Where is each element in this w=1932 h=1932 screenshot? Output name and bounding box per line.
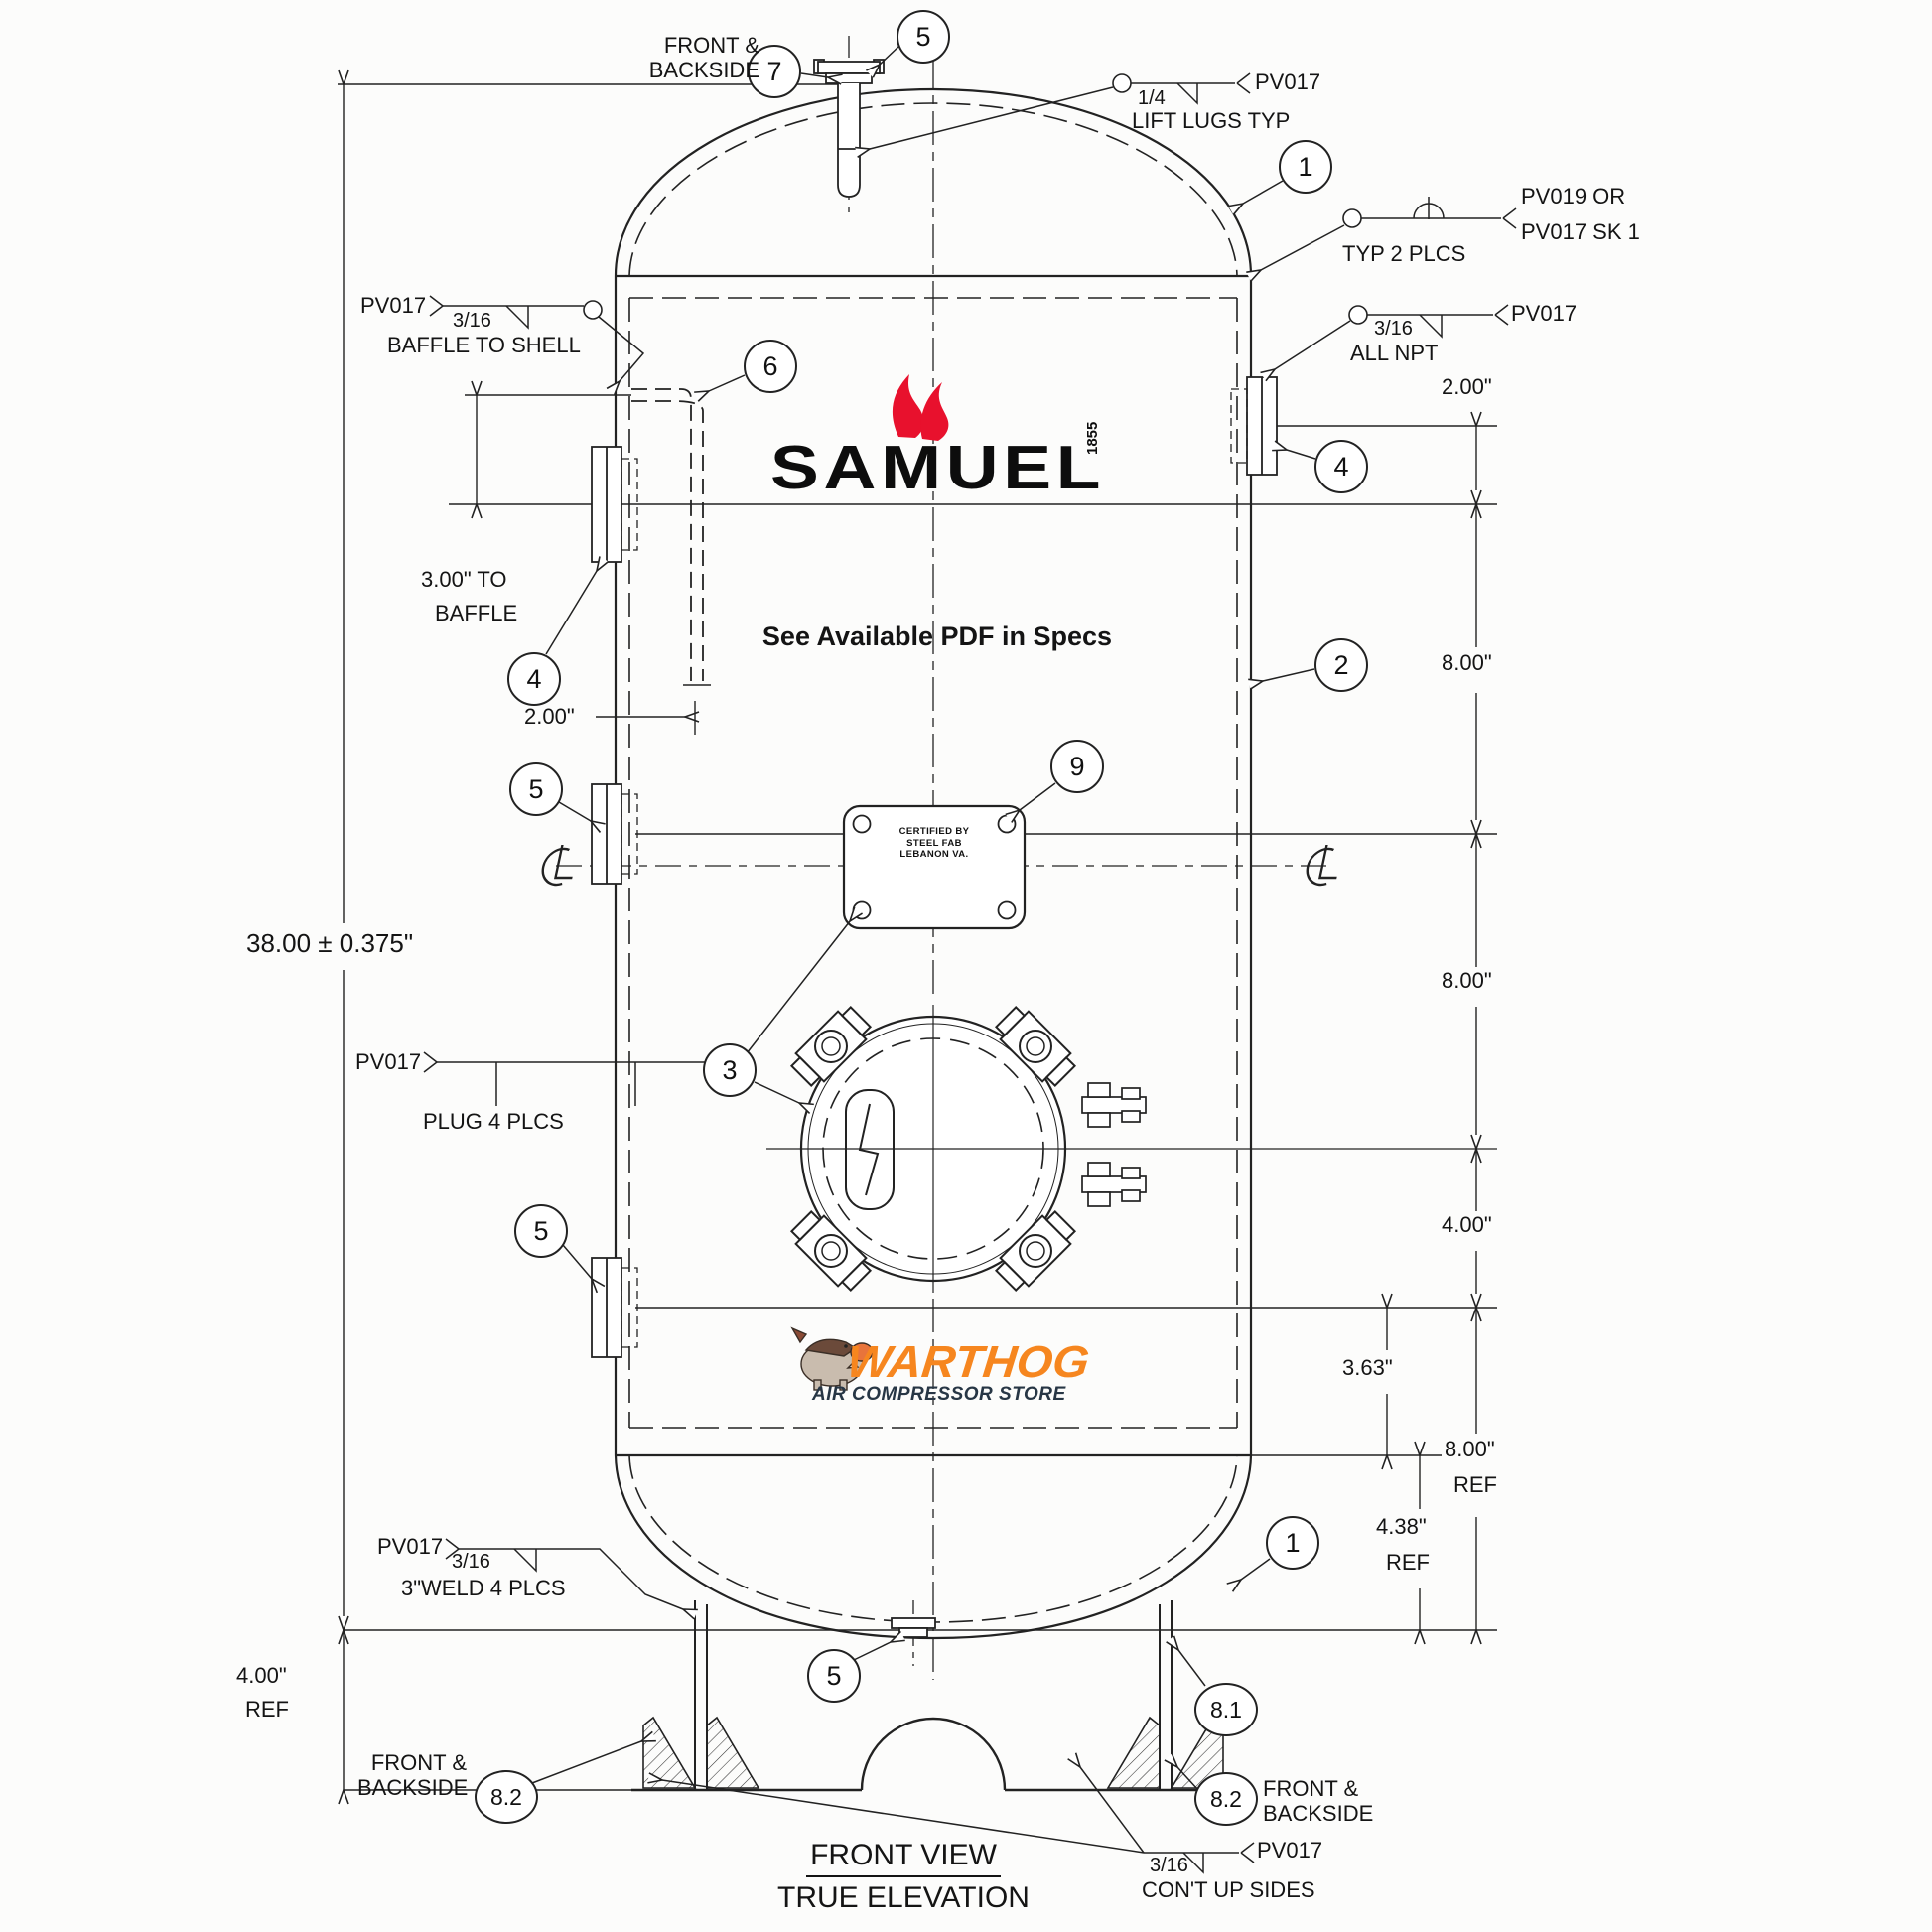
note-all-npt: ALL NPT	[1350, 341, 1439, 365]
top-fitting	[813, 59, 885, 198]
ref-pv017-weld4: PV017	[377, 1534, 444, 1559]
samuel-flame-icon	[892, 374, 949, 441]
note-lift-lugs: LIFT LUGS TYP	[1132, 108, 1291, 133]
balloon-5-top: 5	[897, 10, 950, 64]
weld-size-weld4: 3/16	[452, 1551, 490, 1573]
balloon-5-left-upper: 5	[509, 762, 563, 816]
weld-size-npt: 3/16	[1374, 318, 1413, 340]
warthog-mascot-icon	[790, 1326, 874, 1391]
dim-span-8ref: 8.00"	[1445, 1437, 1495, 1461]
dim-overall-height: 38.00 ± 0.375"	[246, 928, 414, 958]
weld-size-lift-lugs: 1/4	[1138, 87, 1166, 109]
ref-pv017-baffle: PV017	[360, 293, 427, 318]
nameplate	[842, 804, 1027, 930]
note-cont-up-sides: CON'T UP SIDES	[1142, 1877, 1315, 1902]
ref-pv017-sk1: PV017 SK 1	[1521, 219, 1640, 244]
balloon-2: 2	[1314, 638, 1368, 692]
balloon-5-left-lower: 5	[514, 1204, 568, 1258]
note-typ-2-plcs: TYP 2 PLCS	[1342, 241, 1466, 266]
manway-handle	[845, 1089, 895, 1210]
ref-pv017-skirt: PV017	[1257, 1838, 1323, 1863]
balloon-leaders	[531, 45, 1316, 1790]
ref-pv017-plug: PV017	[355, 1049, 422, 1074]
note-weld-4-plcs: 3"WELD 4 PLCS	[401, 1576, 566, 1600]
dim-to-baffle-1: 3.00" TO	[421, 567, 507, 592]
dim-span-8b: 8.00"	[1442, 968, 1492, 993]
baffle-pipe	[631, 388, 704, 681]
balloon-7: 7	[748, 45, 801, 98]
dim-to-baffle-2: BAFFLE	[435, 601, 518, 625]
samuel-logo-year: 1855	[1084, 421, 1101, 455]
balloon-8-2-right: 8.2	[1194, 1772, 1258, 1826]
note-front-backside-left: FRONT & BACKSIDE	[357, 1750, 469, 1800]
ref-pv017-npt: PV017	[1511, 301, 1578, 326]
balloon-1-top: 1	[1279, 140, 1332, 194]
manway-clamp-ur	[994, 1005, 1077, 1088]
dim-438-suffix: REF	[1386, 1550, 1430, 1575]
note-baffle-to-shell: BAFFLE TO SHELL	[387, 333, 581, 357]
bottom-fitting	[891, 1617, 936, 1638]
balloon-4-left: 4	[507, 652, 561, 706]
note-front-backside-top: FRONT & BACKSIDE	[648, 33, 759, 82]
dim-legs: 4.00"	[236, 1663, 287, 1688]
note-plug-4-plcs: PLUG 4 PLCS	[423, 1109, 564, 1134]
manway-clamp-lr	[994, 1209, 1077, 1293]
warthog-logo-tagline: AIR COMPRESSOR STORE	[812, 1384, 1066, 1405]
balloon-1-bottom: 1	[1266, 1516, 1319, 1570]
dim-span-8ref-suffix: REF	[1453, 1472, 1497, 1497]
ref-pv017-lift-lugs: PV017	[1255, 69, 1321, 94]
balloon-4-right: 4	[1314, 440, 1368, 493]
balloon-8-2-left: 8.2	[475, 1770, 538, 1824]
dim-span-8a: 8.00"	[1442, 650, 1492, 675]
balloon-5-bottom: 5	[807, 1649, 861, 1703]
dim-baffle-gap: 2.00"	[524, 704, 575, 729]
balloon-8-1: 8.1	[1194, 1683, 1258, 1736]
weld-size-baffle: 3/16	[453, 310, 491, 332]
shell-couplings	[591, 376, 1278, 1358]
view-title: FRONT VIEW TRUE ELEVATION	[753, 1839, 1054, 1915]
note-front-backside-right: FRONT & BACKSIDE	[1263, 1776, 1374, 1826]
balloon-3: 3	[703, 1043, 757, 1097]
centerline-symbol	[541, 845, 1337, 887]
dim-438: 4.38"	[1376, 1514, 1427, 1539]
warthog-logo-text: WARTHOG	[844, 1336, 1092, 1387]
spec-note: See Available PDF in Specs	[761, 621, 1113, 651]
ref-pv019-or: PV019 OR	[1521, 184, 1626, 208]
balloon-9: 9	[1050, 740, 1104, 793]
samuel-logo-text: SAMUEL	[770, 434, 1106, 502]
manway-clamp-ul	[789, 1005, 873, 1088]
dim-span-4: 4.00"	[1442, 1212, 1492, 1237]
nameplate-text: CERTIFIED BY STEEL FAB LEBANON VA.	[898, 826, 970, 860]
manway-clamp-ll	[789, 1209, 873, 1293]
view-title-line1: FRONT VIEW	[806, 1839, 1001, 1877]
dim-top-port: 2.00"	[1442, 374, 1492, 399]
manway-studs	[1081, 1082, 1147, 1207]
weld-leaders	[423, 72, 1517, 1874]
weld-size-skirt: 3/16	[1150, 1855, 1188, 1876]
view-title-line2: TRUE ELEVATION	[777, 1881, 1030, 1914]
dim-legs-suffix: REF	[245, 1697, 289, 1722]
dim-363: 3.63"	[1342, 1355, 1393, 1380]
gussets	[642, 1716, 1224, 1789]
balloon-6: 6	[744, 340, 797, 393]
